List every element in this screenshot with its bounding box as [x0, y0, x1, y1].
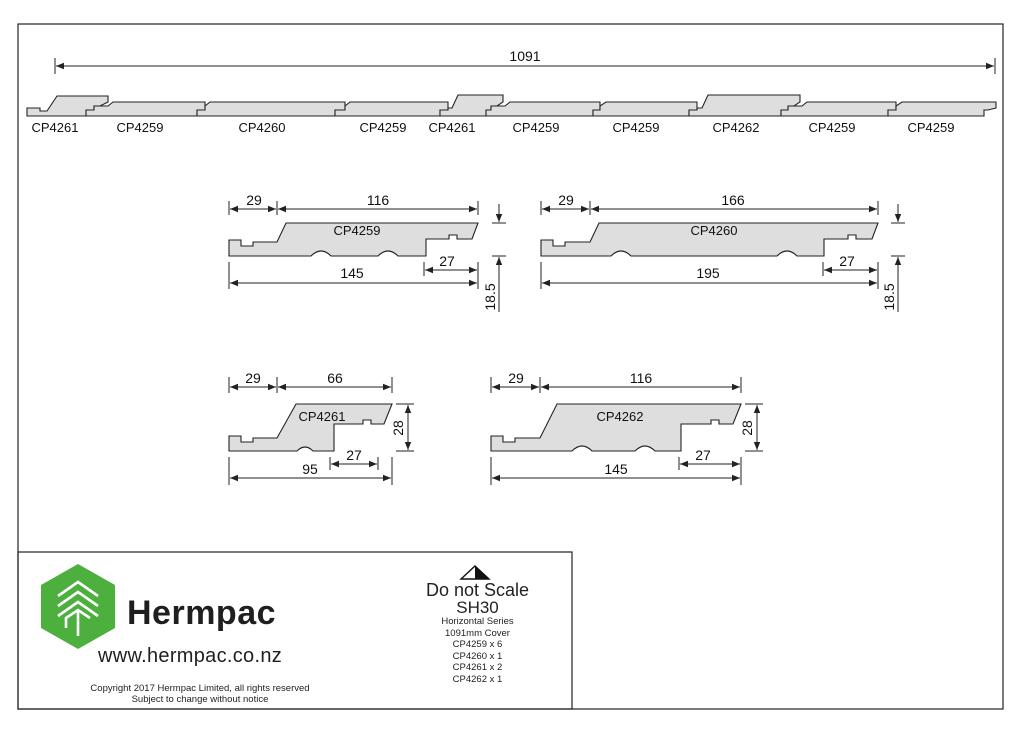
count-cp4259: CP4259 x 6	[452, 639, 503, 650]
strip-label-3: CP4259	[360, 120, 407, 135]
dim-thickness-cp4262: 28	[739, 420, 755, 436]
cover-text: 1091mm Cover	[445, 627, 510, 639]
strip-board-cp4259-4	[592, 101, 698, 117]
series-text: Horizontal Series	[441, 616, 514, 627]
dim-face-cp4259: 116	[367, 192, 390, 208]
dim-tongue-cp4259: 29	[246, 192, 262, 208]
strip-board-cp4259-5	[780, 101, 897, 117]
overall-width-label: 1091	[509, 48, 540, 64]
title-block-border	[17, 551, 573, 710]
strip-label-8: CP4259	[809, 120, 856, 135]
notice-text: Subject to change without notice	[131, 694, 269, 705]
strip-label-5: CP4259	[513, 120, 560, 135]
hermpac-logo-icon	[41, 564, 115, 649]
warning-triangle-icon	[459, 565, 491, 580]
do-not-scale-text: Do not Scale	[425, 580, 530, 600]
detail-cp4259: CP4259 29 116 27 145 18.5	[228, 192, 506, 312]
website-url: www.hermpac.co.nz	[98, 645, 283, 667]
overall-dimension: 1091	[54, 48, 996, 74]
strip-board-cp4260	[196, 101, 346, 117]
profile-cp4261	[228, 403, 393, 452]
dim-lap-cp4261: 27	[346, 447, 362, 463]
count-cp4260: CP4260 x 1	[452, 650, 503, 662]
copyright-text: Copyright 2017 Hermpac Limited, all righ…	[90, 683, 310, 694]
count-cp4261: CP4261 x 2	[452, 662, 503, 673]
dim-tongue-cp4261: 29	[245, 370, 261, 386]
strip-board-cp4259-2	[334, 101, 449, 117]
strip-board-cp4259-6	[887, 101, 997, 117]
profile-cp4259	[228, 222, 479, 257]
strip-label-0: CP4261	[32, 120, 79, 135]
strip-label-4: CP4261	[429, 120, 476, 135]
detail-name-cp4262: CP4262	[597, 409, 644, 424]
dim-lap-cp4260: 27	[839, 253, 855, 269]
dim-thickness-cp4261: 28	[390, 420, 406, 436]
profile-cp4262	[490, 403, 742, 452]
profile-cp4260	[540, 222, 879, 257]
strip-label-9: CP4259	[908, 120, 955, 135]
dim-lap-cp4262: 27	[695, 447, 711, 463]
drawing-info: Do not Scale SH30 Horizontal Series 1091…	[400, 581, 555, 685]
strip-label-2: CP4260	[239, 120, 286, 135]
dim-tongue-cp4260: 29	[558, 192, 574, 208]
strip-label-7: CP4262	[713, 120, 760, 135]
assembled-strip	[26, 94, 997, 117]
count-cp4262: CP4262 x 1	[452, 673, 503, 685]
strip-board-cp4259-3	[485, 101, 601, 117]
detail-name-cp4259: CP4259	[334, 223, 381, 238]
dim-overall-cp4260: 195	[696, 265, 720, 281]
detail-cp4260: CP4260 29 166 27 195 18.5	[540, 192, 905, 312]
strip-labels: CP4261 CP4259 CP4260 CP4259 CP4261 CP4259 CP42…	[32, 120, 955, 135]
dim-overall-cp4261: 95	[302, 461, 318, 477]
dim-tongue-cp4262: 29	[508, 370, 524, 386]
dim-face-cp4260: 166	[721, 192, 745, 208]
dim-thickness-cp4260: 18.5	[881, 283, 897, 310]
detail-name-cp4261: CP4261	[299, 409, 346, 424]
copyright-block: Copyright 2017 Hermpac Limited, all righ…	[40, 683, 360, 705]
dim-face-cp4262: 116	[630, 370, 653, 386]
brand-name: Hermpac	[127, 594, 277, 632]
drawing-code: SH30	[456, 598, 499, 617]
detail-name-cp4260: CP4260	[691, 223, 738, 238]
strip-label-6: CP4259	[613, 120, 660, 135]
dim-lap-cp4259: 27	[439, 253, 455, 269]
dim-overall-cp4262: 145	[604, 461, 628, 477]
detail-cp4261: CP4261 29 66 27 95 28	[228, 370, 414, 485]
dim-overall-cp4259: 145	[340, 265, 364, 281]
strip-label-1: CP4259	[117, 120, 164, 135]
dim-face-cp4261: 66	[327, 370, 343, 386]
dim-thickness-cp4259: 18.5	[482, 283, 498, 310]
detail-cp4262: CP4262 29 116 27 145 28	[490, 370, 763, 485]
